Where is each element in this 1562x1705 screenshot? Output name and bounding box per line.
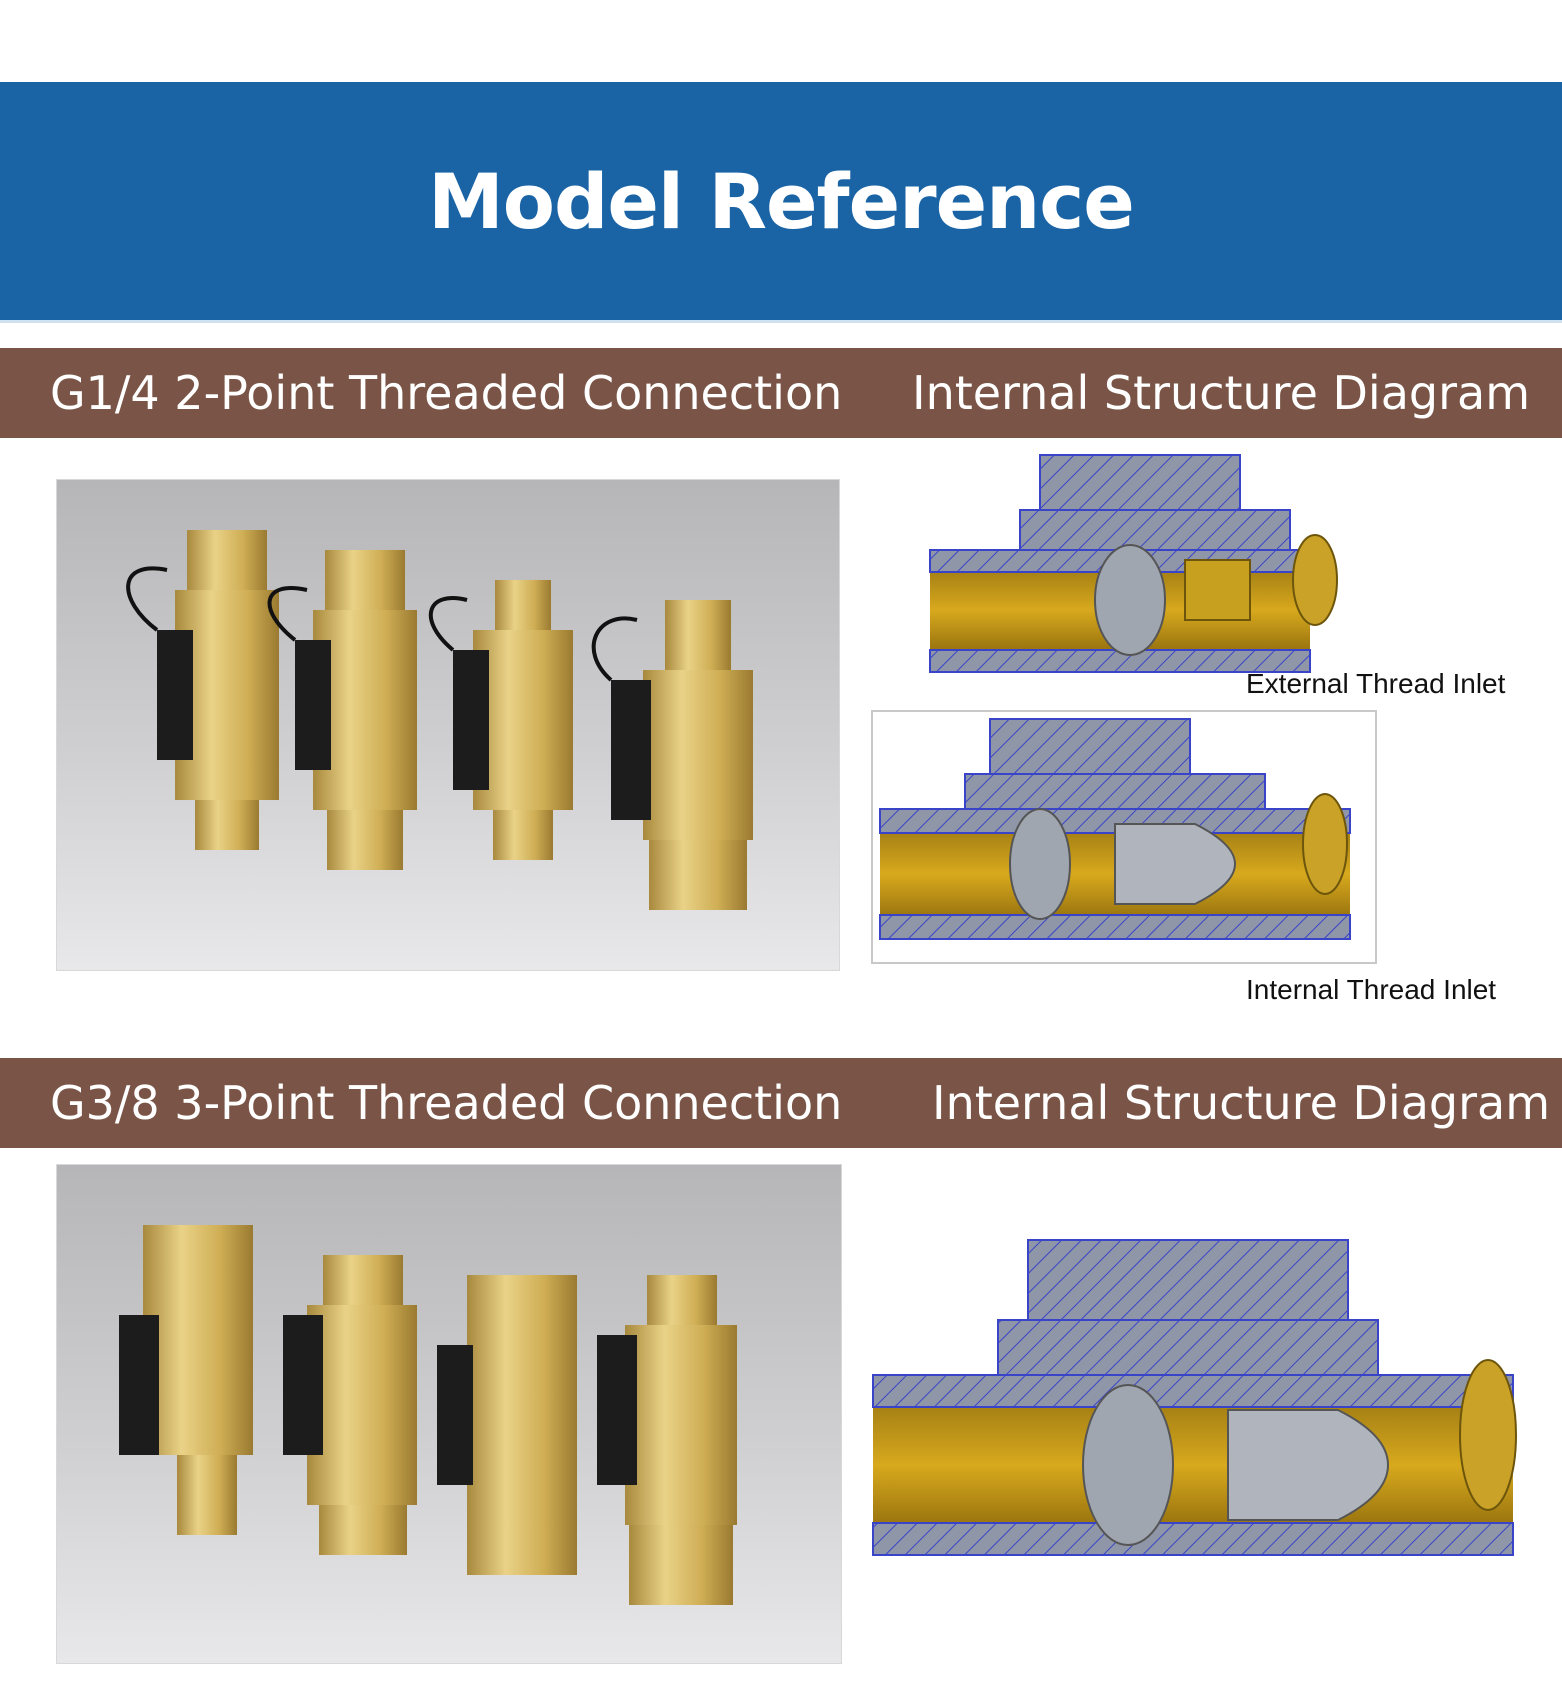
title-banner: Model Reference xyxy=(0,82,1562,323)
section-label-structure-2: Internal Structure Diagram xyxy=(932,1076,1551,1130)
product-photo-g38 xyxy=(56,1164,842,1664)
flow-switch-g38-4 xyxy=(597,1275,737,1605)
structure-diagram-external-thread xyxy=(920,450,1370,700)
caption-internal-thread-inlet: Internal Thread Inlet xyxy=(1246,974,1497,1005)
section-band-g38: G3/8 3-Point Threaded Connection Interna… xyxy=(0,1058,1562,1148)
flow-switch-group-g14 xyxy=(126,530,753,910)
section-label-g38: G3/8 3-Point Threaded Connection xyxy=(50,1076,843,1130)
page-title: Model Reference xyxy=(428,156,1135,246)
section-label-structure-1: Internal Structure Diagram xyxy=(912,366,1531,420)
product-photo-g14 xyxy=(56,479,840,971)
flow-switch-g38-1 xyxy=(119,1225,253,1535)
structure-diagram-g38 xyxy=(868,1235,1528,1595)
structure-diagram-internal-thread xyxy=(875,714,1371,958)
diagram-frame-internal-thread xyxy=(871,710,1377,964)
flow-switch-g38-3 xyxy=(437,1275,577,1575)
flow-switch-3 xyxy=(428,580,573,860)
caption-external-thread-inlet: External Thread Inlet xyxy=(1246,668,1506,699)
section-label-g14: G1/4 2-Point Threaded Connection xyxy=(50,366,843,420)
flow-switch-1 xyxy=(126,530,279,850)
flow-switch-4 xyxy=(591,600,753,910)
flow-switch-2 xyxy=(267,550,417,870)
flow-switch-group-g38 xyxy=(119,1225,737,1605)
section-band-g14: G1/4 2-Point Threaded Connection Interna… xyxy=(0,348,1562,438)
flow-switch-g38-2 xyxy=(283,1255,417,1555)
